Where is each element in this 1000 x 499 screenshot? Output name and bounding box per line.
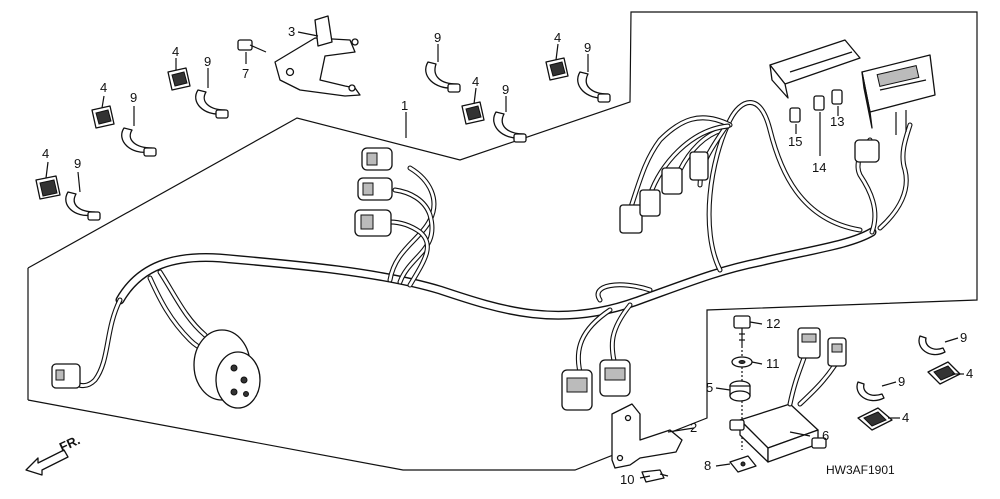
callout-4: 4 xyxy=(472,74,479,89)
front-arrow-icon xyxy=(25,449,69,476)
callout-11: 11 xyxy=(766,356,780,371)
clips-and-pads xyxy=(35,57,961,431)
callout-5: 5 xyxy=(706,380,713,395)
front-direction-indicator: FR. xyxy=(25,432,82,476)
callout-3: 3 xyxy=(288,24,295,39)
callout-9: 9 xyxy=(502,82,509,97)
main-wire-harness xyxy=(67,100,913,389)
front-label: FR. xyxy=(57,432,82,454)
callout-4: 4 xyxy=(902,410,909,425)
fuse-box xyxy=(861,54,936,135)
callout-9: 9 xyxy=(204,54,211,69)
callout-10: 10 xyxy=(620,472,634,487)
bracket-3 xyxy=(274,15,361,97)
callout-4: 4 xyxy=(554,30,561,45)
callout-8: 8 xyxy=(704,458,711,473)
lower-right-components xyxy=(611,315,847,483)
group-outlines xyxy=(27,11,978,471)
callout-9: 9 xyxy=(898,374,905,389)
callout-labels: 1 2 3 4 4 4 4 4 4 4 5 6 7 8 9 9 9 9 9 9 … xyxy=(42,24,973,487)
callout-7: 7 xyxy=(242,66,249,81)
callout-15: 15 xyxy=(788,134,802,149)
callout-9: 9 xyxy=(130,90,137,105)
callout-9: 9 xyxy=(434,30,441,45)
diagram-code: HW3AF1901 xyxy=(826,463,895,477)
callout-4: 4 xyxy=(100,80,107,95)
fuses xyxy=(789,89,843,123)
callout-13: 13 xyxy=(830,114,844,129)
callout-12: 12 xyxy=(766,316,780,331)
callout-2: 2 xyxy=(690,420,697,435)
callout-4: 4 xyxy=(966,366,973,381)
callout-9: 9 xyxy=(584,40,591,55)
callout-4: 4 xyxy=(42,146,49,161)
bolt-7 xyxy=(237,39,267,53)
callout-9: 9 xyxy=(960,330,967,345)
callout-6: 6 xyxy=(822,428,829,443)
callout-9: 9 xyxy=(74,156,81,171)
leader-lines xyxy=(45,31,964,479)
callout-4: 4 xyxy=(172,44,179,59)
harness-connectors xyxy=(51,139,880,411)
callout-1: 1 xyxy=(401,98,408,113)
callout-14: 14 xyxy=(812,160,826,175)
fuse-box-cover xyxy=(769,39,861,99)
